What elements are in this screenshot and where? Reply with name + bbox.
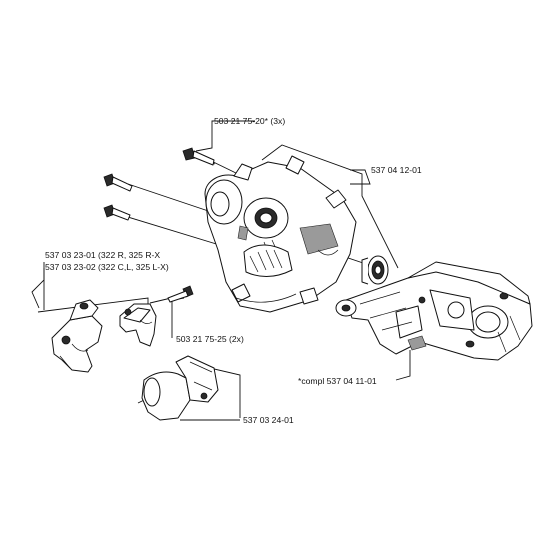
leader-screw-3x [195,120,255,152]
screw-long-1 [103,173,133,192]
screw-3x-top [182,147,216,166]
leader-crankcase-complete [395,350,411,381]
crankcase-half [204,155,357,313]
clamp [141,355,219,421]
bracket-rear [119,303,157,347]
label-crankcase-half: 537 04 12-01 [371,165,422,175]
bracket-front [51,299,103,373]
label-screw-2x: 503 21 75-25 (2x) [176,334,244,344]
screw-2x [167,285,194,303]
label-clamp: 537 03 24-01 [243,415,294,425]
leader-screw-2x [171,297,185,338]
leader-crankcase-half [350,169,371,185]
label-screw-3x: 503 21 75-20* (3x) [214,116,285,126]
label-crankcase-complete: *compl 537 04 11-01 [298,376,377,386]
label-bracket-line2: 537 03 23-02 (322 C,L, 325 L-X) [45,262,169,272]
screw-long-2 [103,204,131,221]
label-bracket-line1: 537 03 23-01 (322 R, 325 R-X [45,250,160,260]
callout-labels: 503 21 75-20* (3x) 537 04 12-01 537 03 2… [45,116,422,425]
leader-bracket [31,262,45,309]
crankcase-complete [335,261,533,361]
leader-crankcase-half-frame [261,144,399,269]
bearing [361,255,389,285]
